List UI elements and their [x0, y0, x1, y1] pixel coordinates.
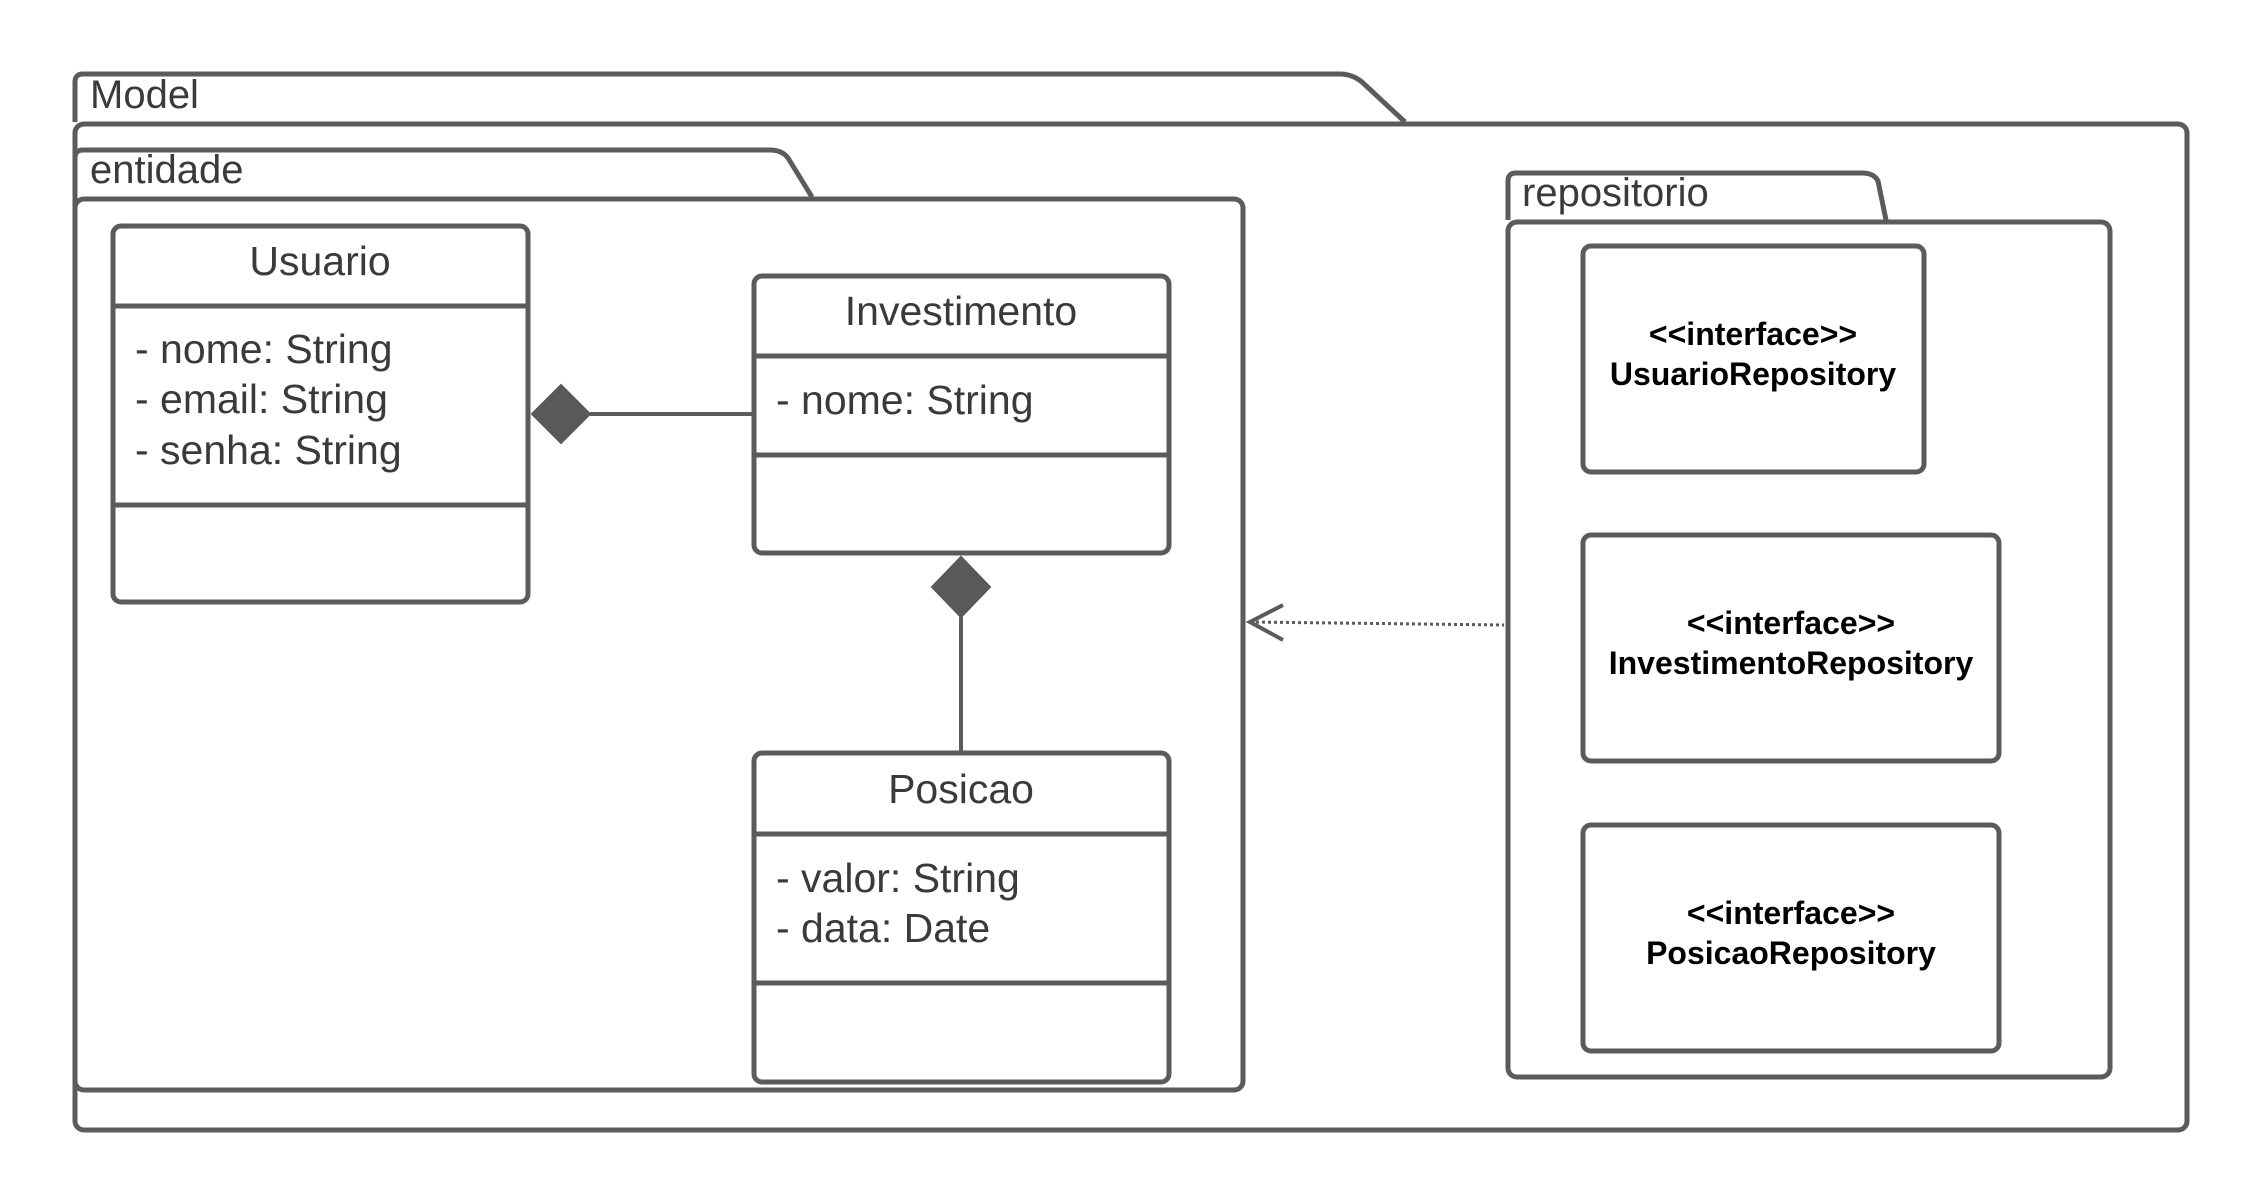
interface-stereotype: <<interface>>: [1649, 316, 1857, 352]
interface-posicao-repository: <<interface>> PosicaoRepository: [1580, 822, 2002, 1054]
repositorio-package-title: repositorio: [1522, 171, 1709, 215]
interface-usuario-repository-box: [1580, 243, 1927, 475]
class-usuario-name: Usuario: [249, 238, 390, 284]
entidade-package-title: entidade: [90, 148, 243, 192]
dependency-repositorio-entidade: [1245, 603, 1505, 642]
class-usuario: Usuario - nome: String - email: String -…: [110, 223, 531, 605]
repositorio-package-tab: [1505, 170, 1889, 221]
interface-investimento-repository: <<interface>> InvestimentoRepository: [1580, 532, 2002, 764]
class-posicao-name: Posicao: [888, 766, 1034, 812]
model-package-title: Model: [90, 73, 199, 117]
class-investimento-name: Investimento: [845, 288, 1077, 334]
composition-diamond-icon: [530, 383, 592, 445]
model-package-tab: [72, 71, 1407, 124]
class-investimento-box: [751, 273, 1172, 556]
composition-usuario-investimento: [530, 383, 754, 445]
interface-stereotype: <<interface>>: [1687, 895, 1895, 931]
open-arrowhead-icon: [1245, 603, 1284, 642]
class-usuario-box: [110, 223, 531, 605]
entidade-package-tab: [72, 147, 815, 199]
interface-name: PosicaoRepository: [1646, 935, 1936, 971]
interface-usuario-repository: <<interface>> UsuarioRepository: [1580, 243, 1927, 475]
class-usuario-attribute: - nome: String: [135, 326, 393, 372]
class-investimento-attribute: - nome: String: [776, 377, 1034, 423]
interface-posicao-repository-box: [1580, 822, 2002, 1054]
composition-investimento-posicao: [930, 555, 992, 753]
class-usuario-attribute: - email: String: [135, 376, 388, 422]
class-investimento: Investimento - nome: String: [751, 273, 1172, 556]
class-posicao-attribute: - data: Date: [776, 905, 990, 951]
dependency-line: [1249, 620, 1505, 627]
interface-stereotype: <<interface>>: [1687, 605, 1895, 641]
class-usuario-attribute: - senha: String: [135, 427, 402, 473]
composition-diamond-icon: [930, 555, 992, 619]
interface-investimento-repository-box: [1580, 532, 2002, 764]
class-posicao-attribute: - valor: String: [776, 855, 1020, 901]
class-posicao: Posicao - valor: String - data: Date: [751, 750, 1172, 1085]
interface-name: UsuarioRepository: [1610, 356, 1896, 392]
interface-name: InvestimentoRepository: [1609, 645, 1974, 681]
